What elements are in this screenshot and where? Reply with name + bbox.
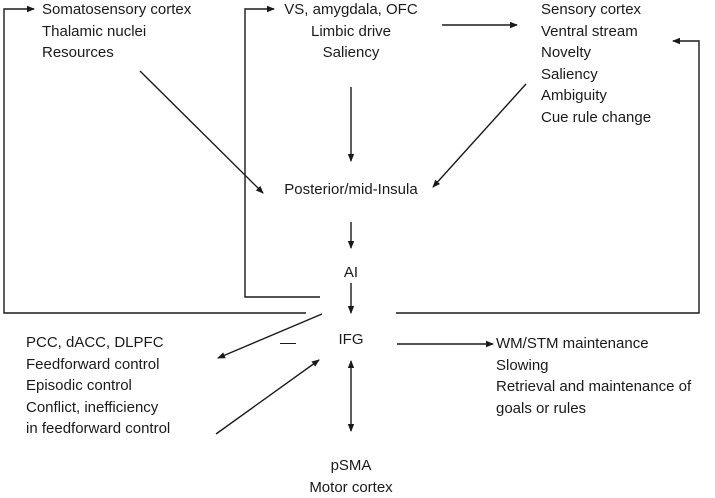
node-line: Feedforward control (26, 354, 170, 376)
node-line: Retrieval and maintenance of (496, 376, 691, 398)
node-line: Posterior/mid-Insula (266, 179, 436, 201)
node-line: Somatosensory cortex (42, 0, 191, 21)
node-line: pSMA (276, 455, 426, 477)
node-ai: AI (331, 262, 371, 284)
node-control: PCC, dACC, DLPFC Feedforward control Epi… (26, 332, 170, 440)
node-ifg: IFG (326, 329, 376, 351)
node-line: Ambiguity (541, 85, 651, 107)
node-line: Slowing (496, 355, 691, 377)
inhibition-minus-symbol (280, 343, 296, 344)
node-line: Resources (42, 42, 191, 64)
edge-ifg-to-control (218, 314, 322, 358)
node-line: in feedforward control (26, 418, 170, 440)
node-line: Ventral stream (541, 21, 651, 43)
node-line: PCC, dACC, DLPFC (26, 332, 170, 354)
edge-sensory-to-insula (433, 84, 526, 187)
edge-control-to-ifg (216, 360, 319, 434)
node-line: goals or rules (496, 398, 691, 420)
node-line: AI (331, 262, 371, 284)
node-line: Saliency (541, 64, 651, 86)
node-line: Motor cortex (276, 477, 426, 498)
node-line: Limbic drive (276, 21, 426, 43)
node-wm: WM/STM maintenance Slowing Retrieval and… (496, 333, 691, 419)
node-motor: pSMA Motor cortex (276, 455, 426, 498)
node-limbic: VS, amygdala, OFC Limbic drive Saliency (276, 0, 426, 64)
node-line: Novelty (541, 42, 651, 64)
node-line: Saliency (276, 42, 426, 64)
node-line: Episodic control (26, 375, 170, 397)
node-somatosensory: Somatosensory cortex Thalamic nuclei Res… (42, 0, 191, 64)
node-line: Conflict, inefficiency (26, 397, 170, 419)
node-posterior-mid-insula: Posterior/mid-Insula (266, 179, 436, 201)
node-line: Cue rule change (541, 107, 651, 129)
node-line: IFG (326, 329, 376, 351)
node-line: WM/STM maintenance (496, 333, 691, 355)
node-line: Sensory cortex (541, 0, 651, 21)
node-line: VS, amygdala, OFC (276, 0, 426, 21)
node-sensory: Sensory cortex Ventral stream Novelty Sa… (541, 0, 651, 128)
node-line: Thalamic nuclei (42, 21, 191, 43)
